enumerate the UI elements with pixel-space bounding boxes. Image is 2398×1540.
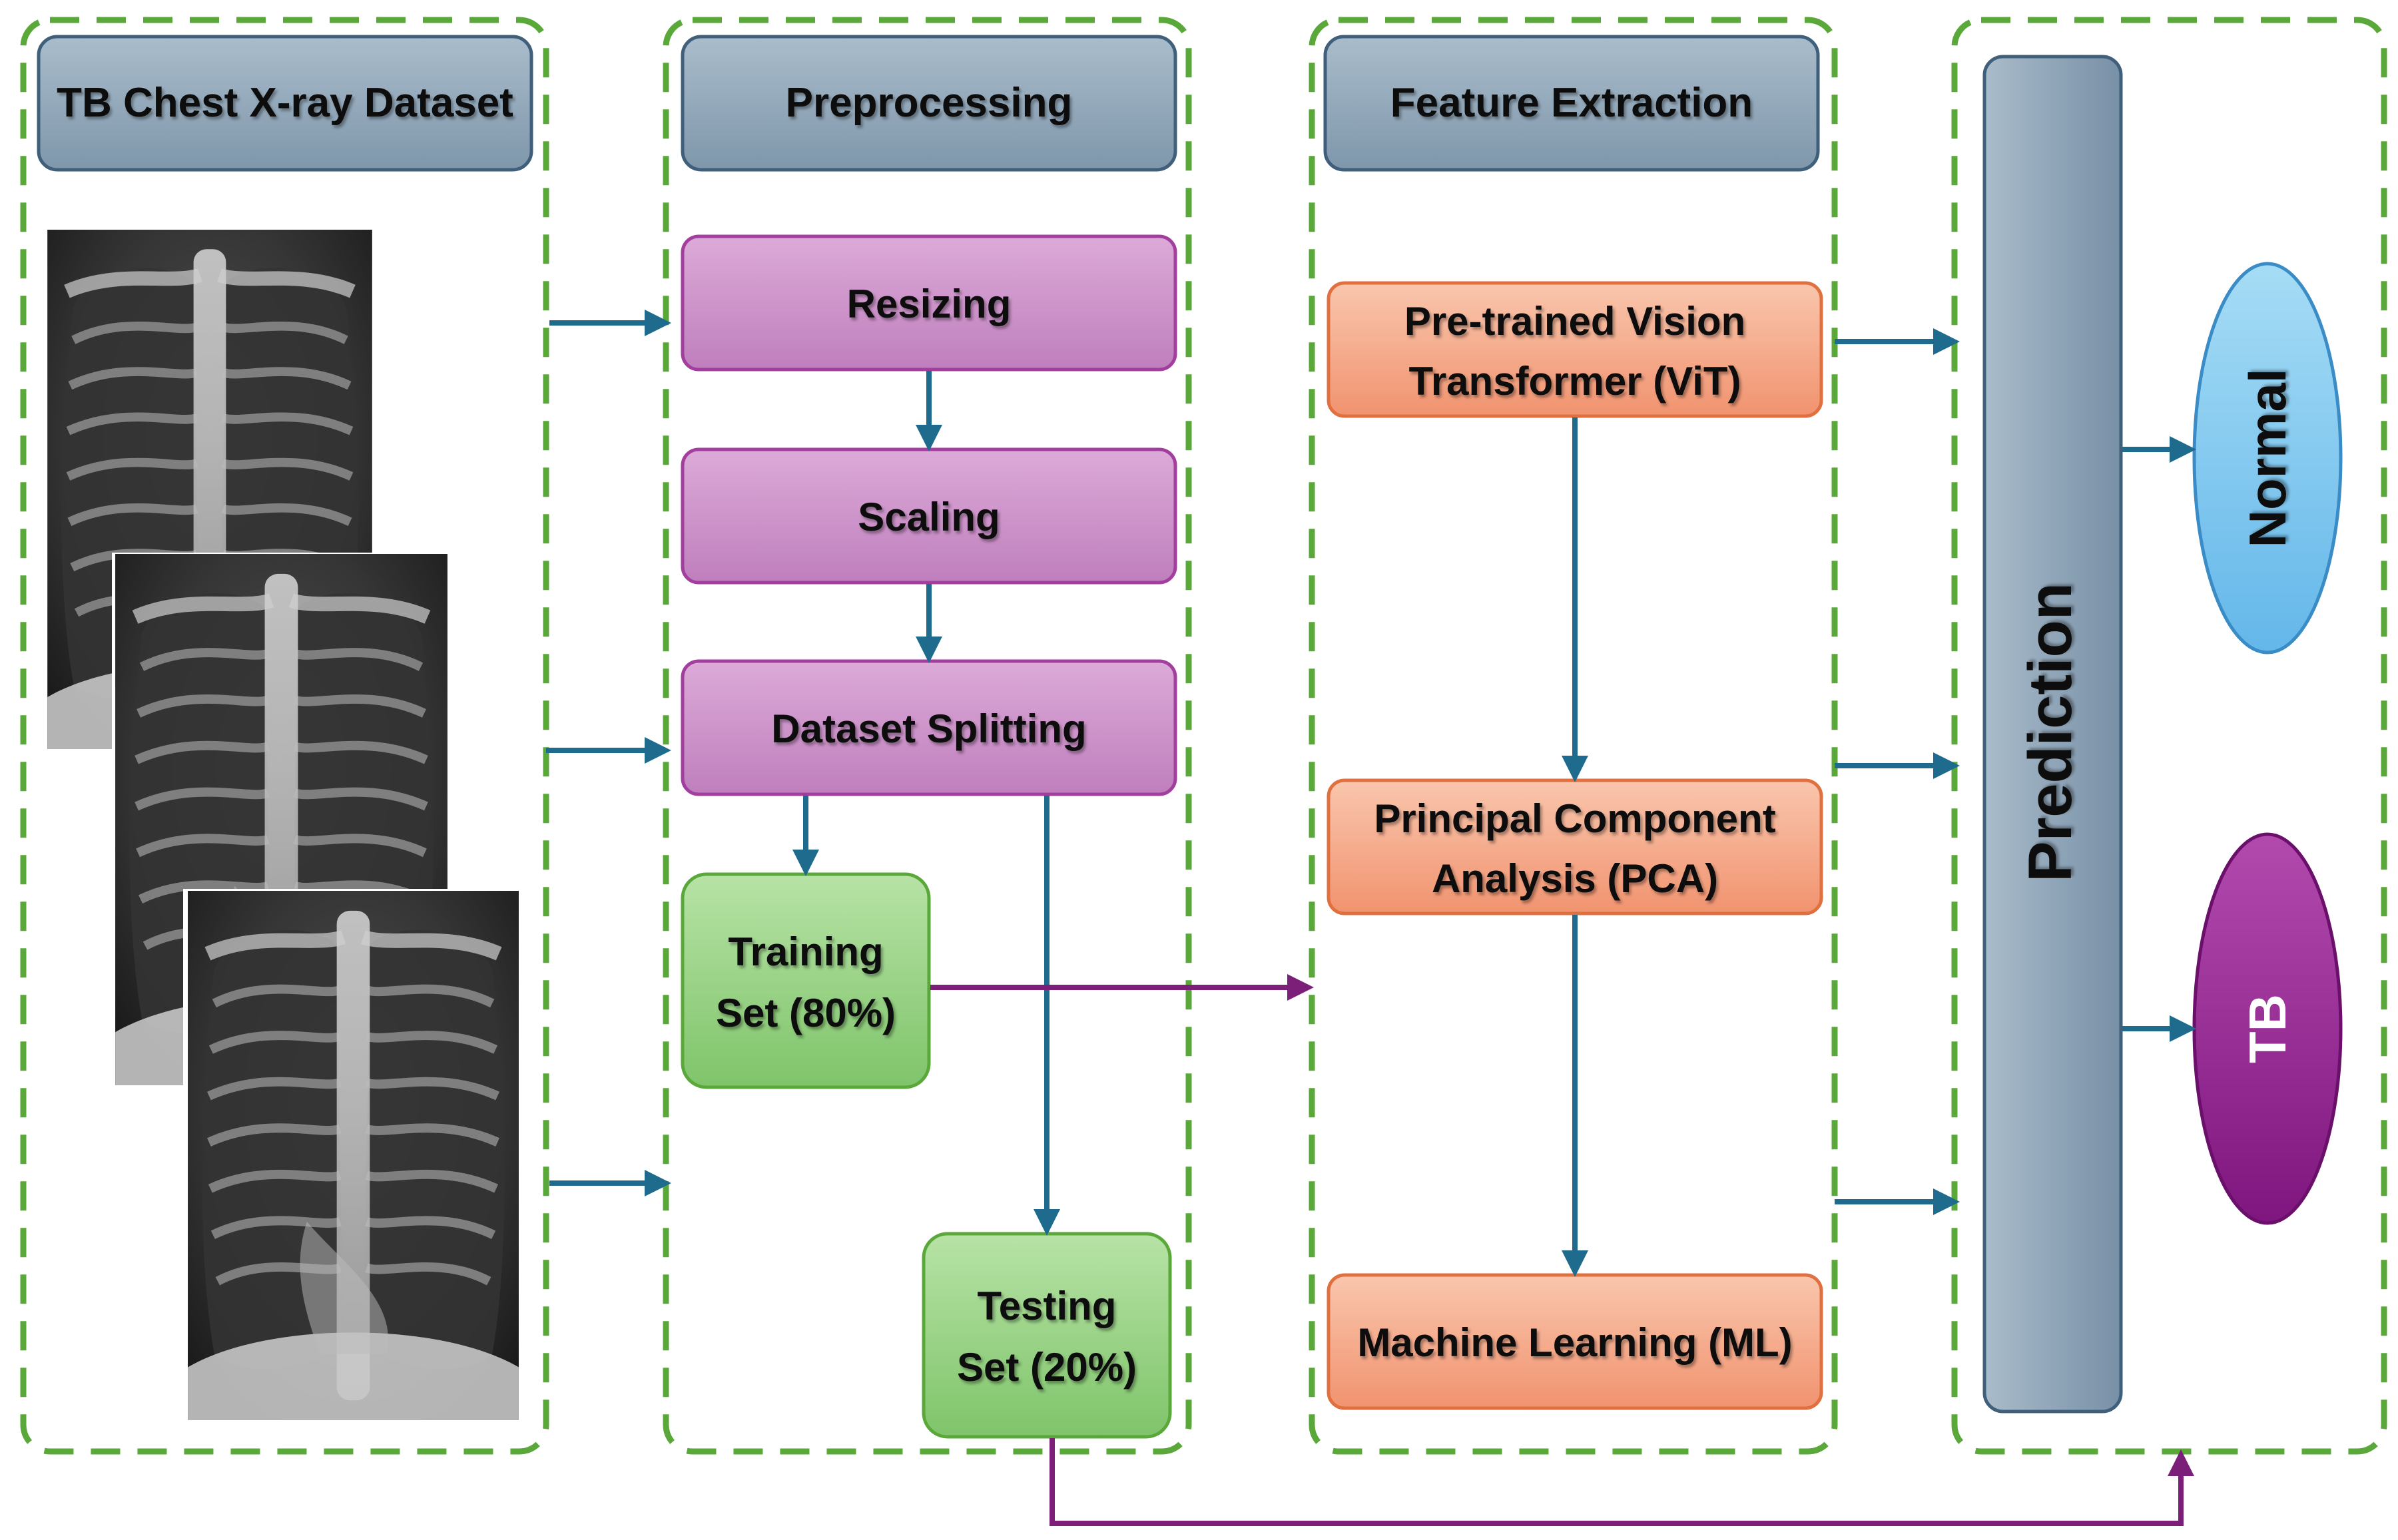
chest-xray-image-3 xyxy=(188,891,519,1420)
panel-preprocessing xyxy=(663,17,1192,1455)
training-set-label-line2: Set (80%) xyxy=(716,991,896,1035)
header-dataset: TB Chest X-ray Dataset xyxy=(37,35,533,172)
step-dataset-splitting: Dataset Splitting xyxy=(681,659,1177,796)
outcome-normal-label: Normal xyxy=(2238,369,2297,548)
xray-stack xyxy=(41,214,523,1421)
outcome-normal: Normal xyxy=(2192,262,2343,654)
step-dataset-splitting-label: Dataset Splitting xyxy=(771,706,1086,751)
header-dataset-label: TB Chest X-ray Dataset xyxy=(57,80,513,126)
outcome-tb: TB xyxy=(2192,832,2343,1225)
step-ml-label: Machine Learning (ML) xyxy=(1357,1320,1792,1365)
panel-feature-extraction xyxy=(1309,17,1838,1455)
blue-arrows xyxy=(546,310,2196,1277)
step-vit-label-line2: Transformer (ViT) xyxy=(1408,359,1741,403)
purple-arrows xyxy=(930,974,2194,1526)
header-preprocessing-label: Preprocessing xyxy=(786,80,1073,126)
step-vit: Pre-trained Vision Transformer (ViT) xyxy=(1327,281,1823,418)
step-pca-label-line1: Principal Component xyxy=(1374,796,1775,841)
arrow-testing-to-prediction xyxy=(1049,1438,2194,1526)
testing-set-label-line2: Set (20%) xyxy=(957,1345,1137,1390)
prediction-label: Prediction xyxy=(2016,583,2084,882)
step-ml: Machine Learning (ML) xyxy=(1327,1273,1823,1410)
prediction-bar: Prediction xyxy=(1982,55,2123,1413)
step-resizing-label: Resizing xyxy=(847,282,1012,326)
panel-dataset xyxy=(20,17,549,1455)
header-feature-extraction-label: Feature Extraction xyxy=(1390,80,1753,126)
training-set: Training Set (80%) xyxy=(681,872,931,1089)
testing-set-label-line1: Testing xyxy=(978,1284,1117,1328)
step-pca-label-line2: Analysis (PCA) xyxy=(1432,856,1718,901)
step-scaling-label: Scaling xyxy=(858,495,1000,539)
header-preprocessing: Preprocessing xyxy=(681,35,1177,172)
outcome-tb-label: TB xyxy=(2238,994,2297,1063)
header-feature-extraction: Feature Extraction xyxy=(1323,35,1820,172)
testing-set: Testing Set (20%) xyxy=(922,1232,1172,1439)
training-set-label-line1: Training xyxy=(728,929,883,974)
step-scaling: Scaling xyxy=(681,447,1177,585)
step-vit-label-line1: Pre-trained Vision xyxy=(1404,299,1745,344)
step-pca: Principal Component Analysis (PCA) xyxy=(1327,778,1823,915)
step-resizing: Resizing xyxy=(681,234,1177,372)
